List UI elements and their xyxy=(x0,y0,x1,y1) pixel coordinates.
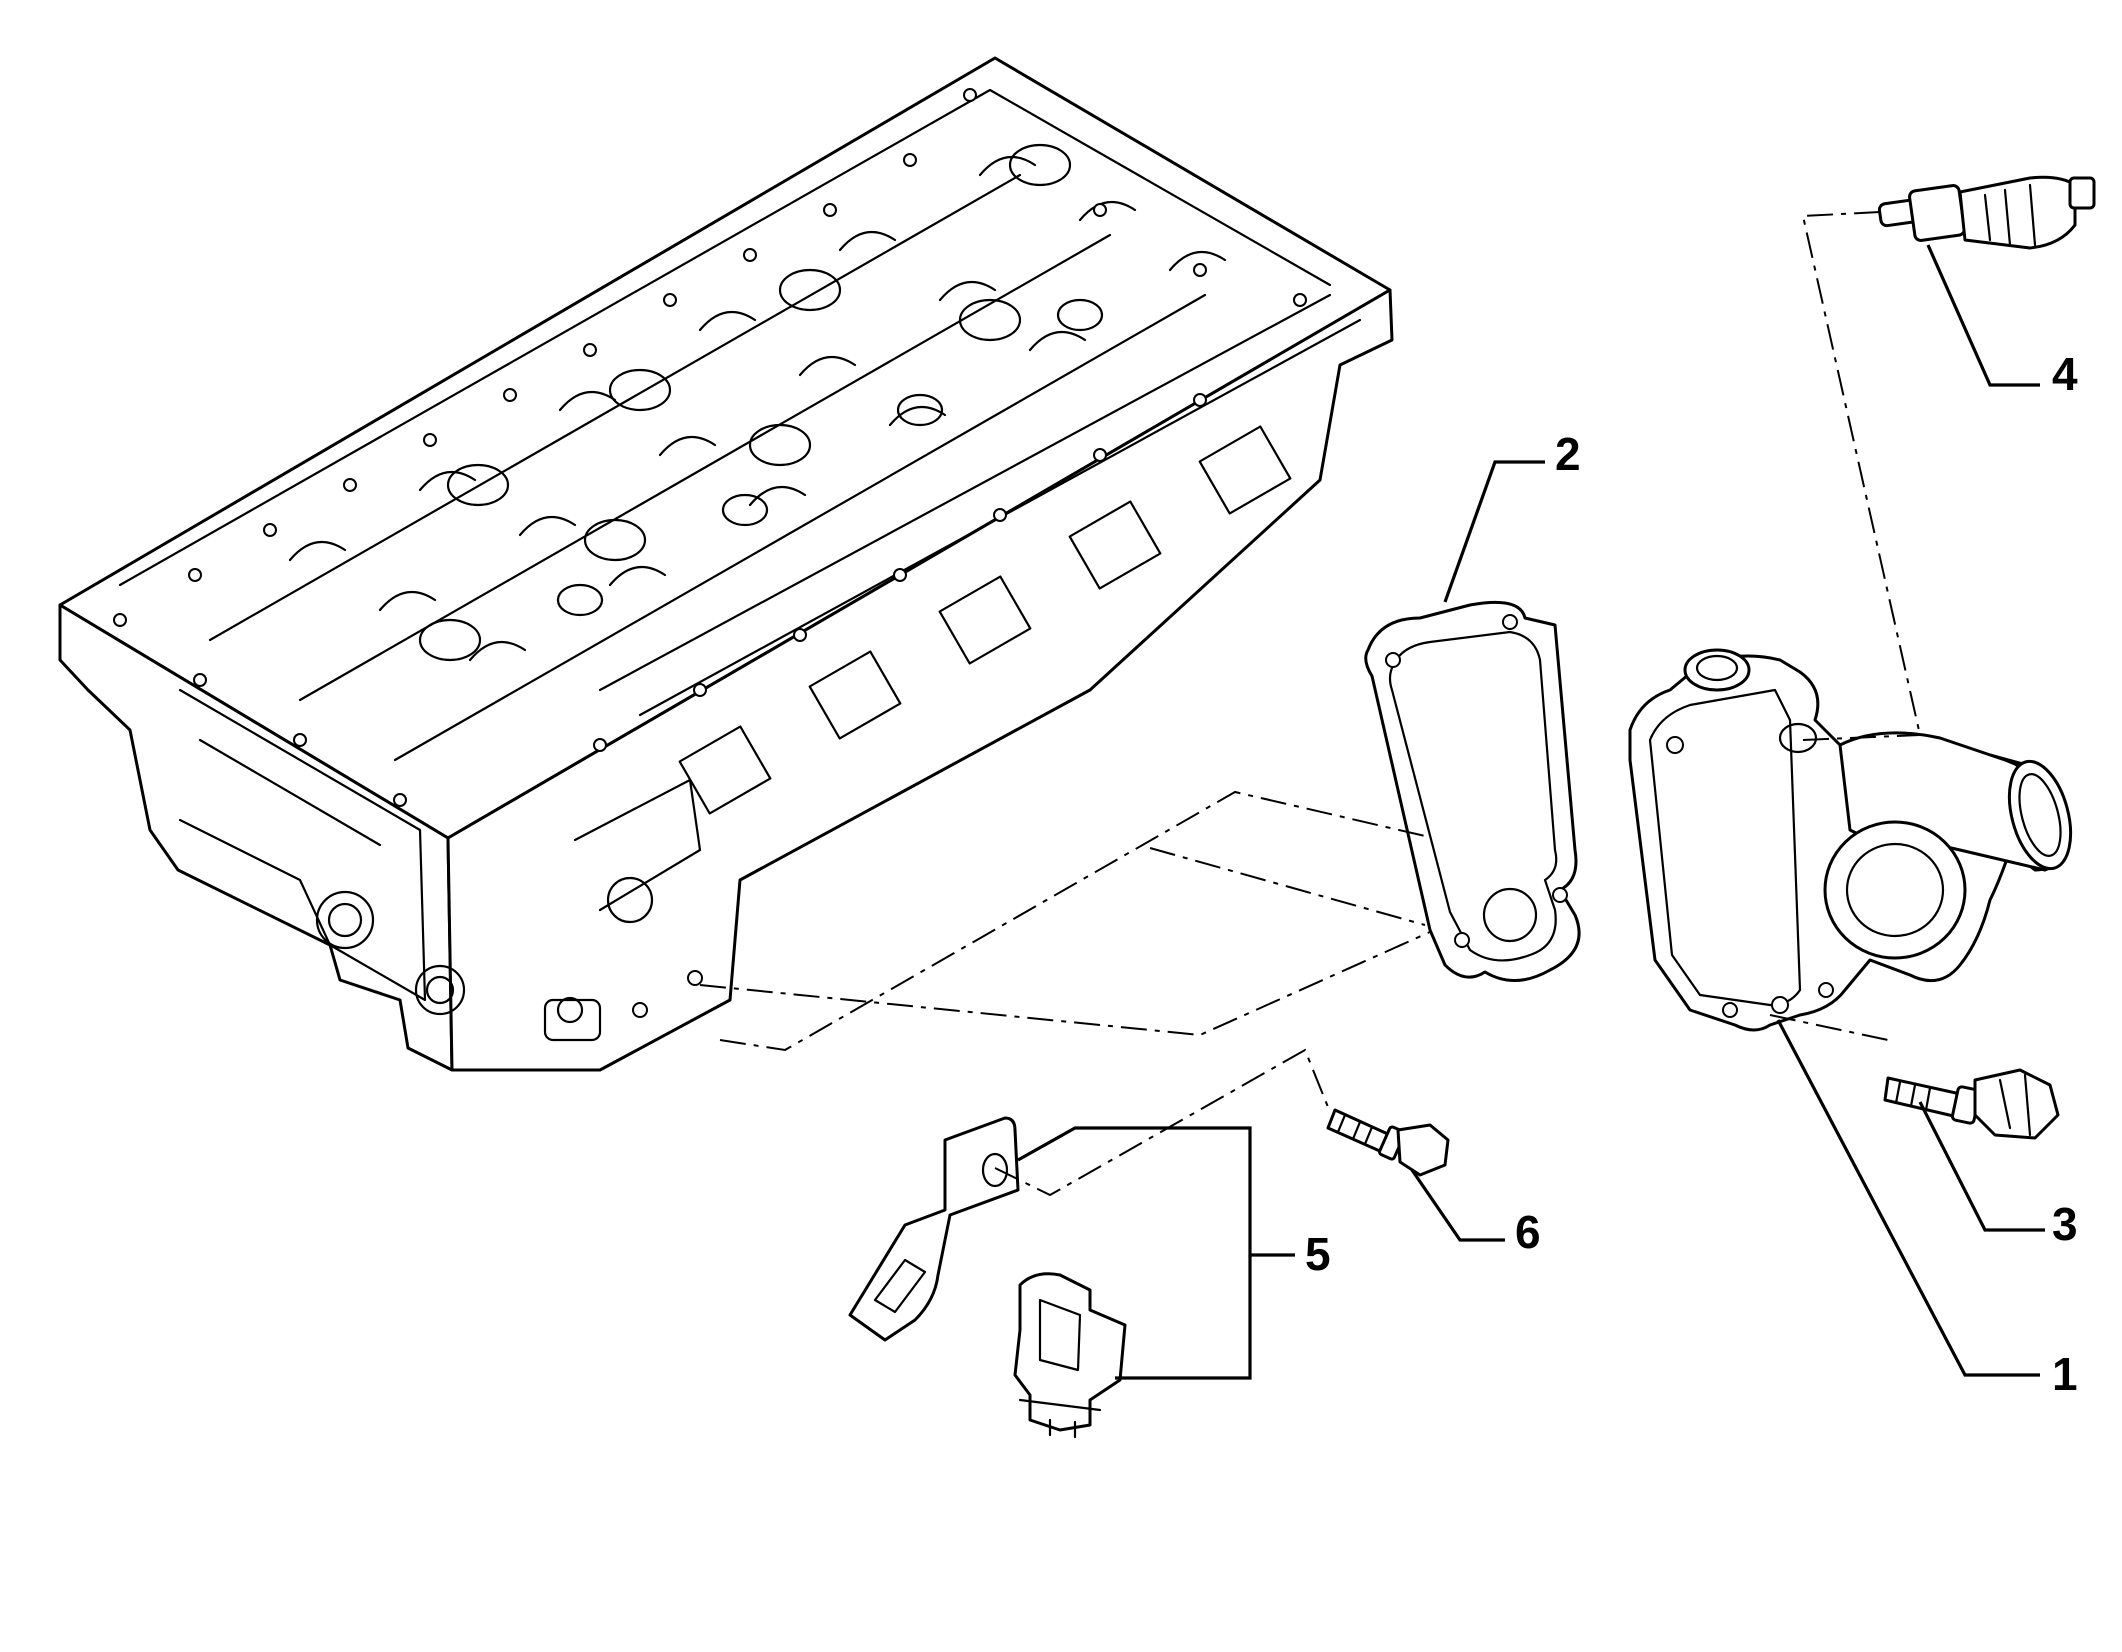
leader-2 xyxy=(1443,460,1545,603)
head-front-details xyxy=(178,688,703,1042)
bracket-bolt xyxy=(1326,1108,1450,1177)
temperature-sensor xyxy=(1877,175,2096,250)
cylinder-head xyxy=(58,56,1394,1072)
valve-bores xyxy=(418,143,1104,662)
leader-5-clip xyxy=(1115,1255,1252,1380)
callout-5: 5 xyxy=(1305,1228,1331,1280)
callout-4: 4 xyxy=(2052,348,2078,400)
bracket-clip-kit xyxy=(848,1116,1127,1439)
intake-ports xyxy=(678,425,1292,815)
thermostat-housing xyxy=(1628,648,2073,1032)
leader-1 xyxy=(1776,1019,2040,1377)
leader-4 xyxy=(1926,244,2040,387)
leader-5-bracket xyxy=(1017,1126,1295,1257)
cam-bearings xyxy=(288,155,1227,662)
callout-2: 2 xyxy=(1555,428,1581,480)
callout-6: 6 xyxy=(1515,1206,1541,1258)
callout-1: 1 xyxy=(2052,1348,2078,1400)
gasket xyxy=(1364,600,1581,982)
callout-3: 3 xyxy=(2052,1198,2078,1250)
head-bolt-holes xyxy=(113,88,1307,807)
leader-6 xyxy=(1410,1169,1505,1242)
assembly-lines xyxy=(699,211,1921,1197)
leader-3 xyxy=(1918,1101,2045,1232)
callout-leaders xyxy=(1017,244,2045,1380)
flange-bolt xyxy=(1883,1068,2060,1140)
